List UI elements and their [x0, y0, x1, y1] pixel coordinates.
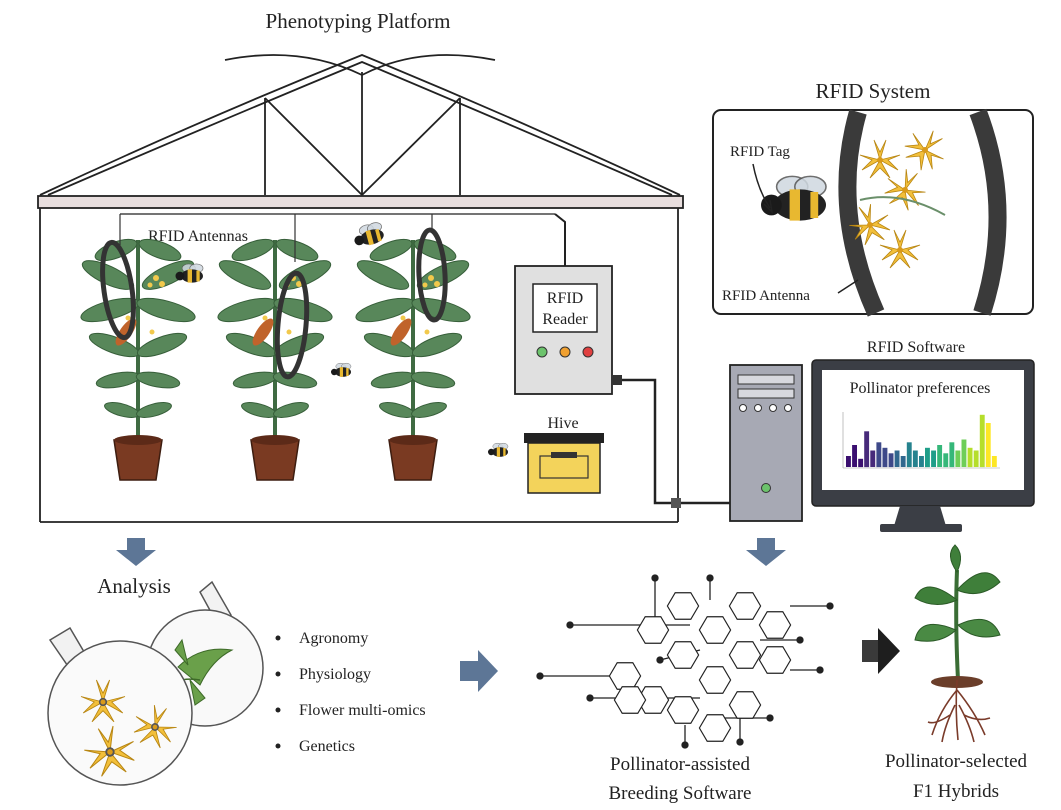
rfid-reader: RFID Reader — [514, 213, 622, 395]
mini-chart-bar — [858, 458, 864, 468]
reader-label-line2: Reader — [542, 311, 588, 328]
bullet-dot — [275, 707, 281, 713]
platform-title: Phenotyping Platform — [266, 9, 451, 33]
greenhouse — [37, 54, 684, 523]
mini-chart-bar — [949, 442, 955, 468]
breeding-software-title-line1: Pollinator-assisted — [610, 754, 750, 775]
monitor-icon — [811, 359, 1035, 532]
pollinator-preferences-label: Pollinator preferences — [850, 380, 991, 397]
analysis-item: Agronomy — [299, 630, 368, 647]
hexagon-cell — [698, 666, 732, 694]
hexagon-cell — [758, 646, 792, 674]
mini-chart-bar — [900, 456, 906, 467]
mini-chart-bar — [919, 456, 924, 467]
hexagon-cell — [728, 641, 762, 669]
mini-bar-chart — [842, 412, 1000, 469]
hexagon-cell — [758, 611, 792, 639]
bullet-dot — [275, 671, 281, 677]
hybrids-title-line2: F1 Hybrids — [913, 781, 999, 802]
rfid-system-inset: RFID Tag RFID Antenna — [712, 108, 1034, 317]
rfid-software-title: RFID Software — [867, 339, 965, 356]
bullet-dot — [275, 635, 281, 641]
hexagon-cell — [698, 616, 732, 644]
seedling-icon — [914, 544, 1001, 743]
bumblebee-icon — [330, 362, 352, 378]
analysis-item: Genetics — [299, 738, 355, 755]
plant-2 — [213, 232, 337, 482]
breeding-software-title-line2: Breeding Software — [609, 783, 752, 804]
round-flask-icon — [47, 626, 193, 786]
mini-chart-bar — [961, 439, 967, 467]
mini-chart-bar — [882, 447, 888, 468]
mini-chart-bar — [876, 442, 882, 468]
down-arrow-icon — [116, 538, 156, 566]
rfid-tag-label: RFID Tag — [730, 144, 790, 160]
bullet-dot — [275, 743, 281, 749]
mini-chart-bar — [864, 431, 870, 468]
mini-chart-bar — [925, 447, 930, 468]
mini-chart-bar — [967, 447, 973, 468]
hexagon-cell — [636, 616, 670, 644]
hybrids-title-line1: Pollinator-selected — [885, 751, 1028, 772]
hexagon-network-icon — [536, 574, 834, 749]
hexagon-cell — [608, 662, 642, 690]
hexagon-cell — [728, 691, 762, 719]
analysis-item: Flower multi-omics — [299, 702, 426, 719]
hive: Hive — [524, 415, 604, 494]
plant-3 — [351, 232, 475, 482]
reader-label-line1: RFID — [547, 290, 583, 307]
mini-chart-bar — [846, 456, 851, 467]
mini-chart-bar — [979, 414, 985, 468]
analysis-title: Analysis — [97, 574, 171, 598]
mini-chart-bar — [894, 450, 900, 467]
mini-chart-bar — [912, 450, 918, 467]
right-arrow-icon — [460, 650, 498, 692]
mini-chart-bar — [870, 450, 876, 467]
mini-chart-bar — [852, 445, 857, 467]
hexagon-cell — [666, 641, 700, 669]
bumblebee-icon — [350, 220, 387, 250]
antenna-loops — [100, 214, 448, 380]
desktop-tower-icon — [729, 364, 803, 522]
mini-chart-bar — [991, 456, 997, 467]
down-arrow-icon — [746, 538, 786, 566]
rfid-system-title: RFID System — [816, 79, 931, 103]
hexagon-cell — [728, 592, 762, 620]
mini-chart-bar — [955, 450, 961, 467]
mini-chart-bar — [888, 453, 894, 468]
analysis-item: Physiology — [299, 666, 371, 683]
bumblebee-icon — [487, 442, 509, 458]
mini-chart-bar — [937, 445, 943, 467]
mini-chart-bar — [973, 450, 979, 467]
hexagon-cell — [613, 686, 647, 714]
hexagon-cell — [698, 714, 732, 742]
rfid-antenna-label: RFID Antenna — [722, 288, 810, 304]
hexagon-cell — [666, 696, 700, 724]
mini-chart-bar — [943, 453, 949, 468]
rfid-antennas-label: RFID Antennas — [148, 228, 248, 245]
hexagon-cell — [666, 592, 700, 620]
right-arrow-icon — [862, 628, 900, 674]
mini-chart-bar — [985, 423, 991, 467]
mini-chart-bar — [906, 442, 912, 468]
hive-label: Hive — [547, 415, 578, 432]
mini-chart-bar — [931, 450, 936, 467]
